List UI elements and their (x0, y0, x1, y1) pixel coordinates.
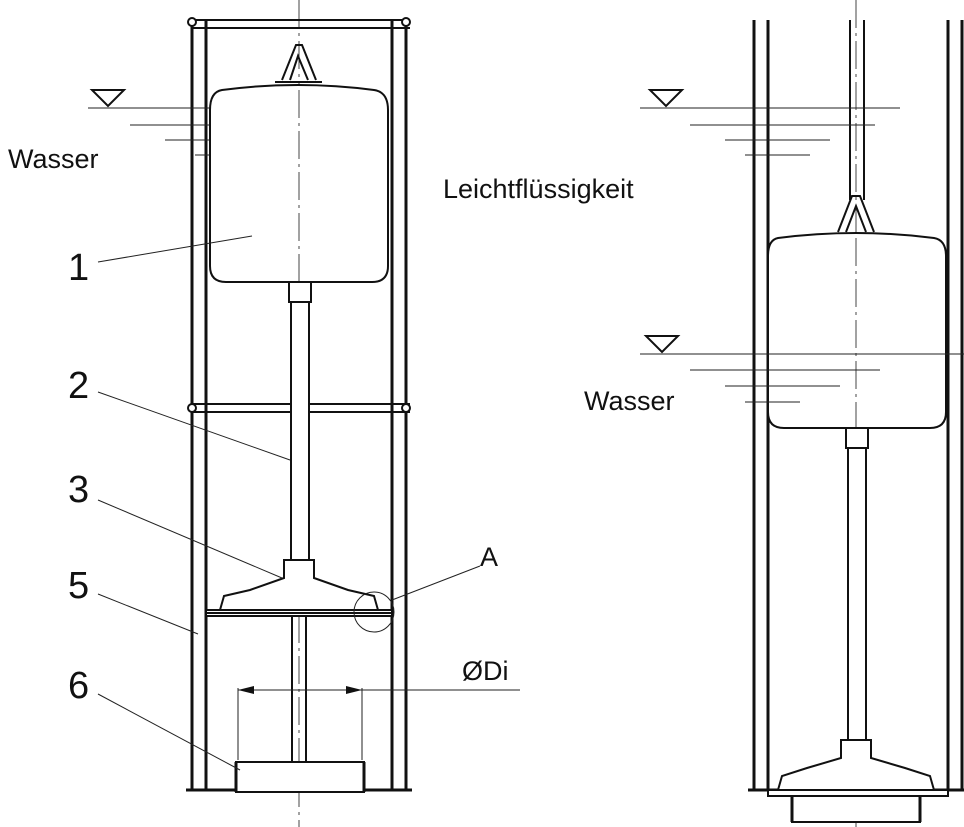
label-part-2: 2 (68, 365, 89, 407)
left-float (209, 44, 389, 283)
left-frame (186, 17, 412, 792)
label-detail-a: A (480, 542, 498, 572)
detail-a-circle (353, 591, 395, 633)
left-assembly (88, 0, 520, 827)
right-guide-rod (849, 20, 865, 200)
label-part-1: 1 (68, 247, 89, 289)
leader-lines (97, 235, 481, 771)
label-part-6: 6 (68, 665, 89, 707)
label-part-5: 5 (68, 565, 89, 607)
label-part-3: 3 (68, 469, 89, 511)
label-leichtfluessigkeit: Leichtflüssigkeit (443, 174, 634, 204)
right-bottom-level (640, 335, 964, 403)
right-outlet (767, 789, 949, 823)
left-valve-cone (218, 559, 380, 611)
label-diameter: ØDi (462, 656, 509, 686)
left-seat-plate (205, 609, 393, 617)
label-wasser-left: Wasser (8, 144, 99, 174)
right-valve-cone (776, 739, 936, 791)
right-top-level (640, 89, 900, 156)
label-wasser-right: Wasser (584, 386, 675, 416)
left-outlet (234, 616, 366, 793)
diameter-dimension (237, 686, 520, 760)
right-assembly (640, 0, 964, 827)
right-float (767, 195, 947, 429)
left-rod (288, 281, 312, 561)
right-rod (845, 427, 869, 741)
